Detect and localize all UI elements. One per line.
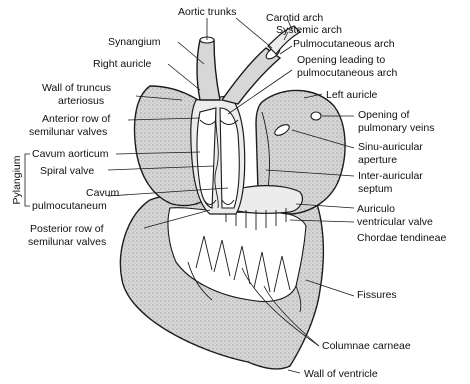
label-posterior-row-2: semilunar valves xyxy=(28,236,106,248)
label-opening-pulmo-2: pulmocutaneous arch xyxy=(297,67,398,79)
ventricle xyxy=(120,189,323,369)
label-left-auricle: Left auricle xyxy=(326,89,378,101)
label-cavum-pulmo-1: Cavum xyxy=(86,187,120,199)
label-chordae-tendineae: Chordae tendineae xyxy=(357,232,446,244)
label-right-auricle: Right auricle xyxy=(93,58,152,70)
label-cavum-pulmo-2: pulmocutaneum xyxy=(32,200,107,212)
pulmonary-veins-opening xyxy=(311,112,321,120)
label-auriculo-2: ventricular valve xyxy=(357,216,433,228)
label-pylangium: Pylangium xyxy=(11,155,23,204)
label-fissures: Fissures xyxy=(357,289,397,301)
label-anterior-row-1: Anterior row of xyxy=(42,113,110,125)
label-opening-pulm-veins-2: pulmonary veins xyxy=(358,122,434,134)
label-sinu-auricular-1: Sinu-auricular xyxy=(358,141,423,153)
label-pulmocutaneous-arch: Pulmocutaneous arch xyxy=(293,38,395,50)
label-aortic-trunks: Aortic trunks xyxy=(178,6,236,18)
label-inter-auricular-2: septum xyxy=(358,183,393,195)
aortic-trunk-right xyxy=(197,40,220,100)
label-wall-truncus-1: Wall of truncus xyxy=(42,82,111,94)
label-wall-ventricle: Wall of ventricle xyxy=(304,368,378,380)
label-columnae-carneae: Columnae carneae xyxy=(322,340,411,352)
label-opening-pulm-veins-1: Opening of xyxy=(358,109,409,121)
cavum-pulmocutaneum xyxy=(220,108,239,208)
label-wall-truncus-2: arteriosus xyxy=(58,95,104,107)
pylangium-bracket xyxy=(25,154,30,206)
label-opening-pulmo-1: Opening leading to xyxy=(297,54,385,66)
label-synangium: Synangium xyxy=(108,36,161,48)
label-anterior-row-2: semilunar valves xyxy=(29,126,107,138)
label-auriculo-1: Auriculo xyxy=(357,203,395,215)
label-spiral-valve: Spiral valve xyxy=(40,165,94,177)
label-posterior-row-1: Posterior row of xyxy=(30,223,104,235)
label-cavum-aorticum: Cavum aorticum xyxy=(32,148,109,160)
label-sinu-auricular-2: aperture xyxy=(358,154,397,166)
label-carotid-arch: Carotid arch xyxy=(266,12,323,24)
label-inter-auricular-1: Inter-auricular xyxy=(358,170,423,182)
label-systemic-arch: Systemic arch xyxy=(276,24,342,36)
